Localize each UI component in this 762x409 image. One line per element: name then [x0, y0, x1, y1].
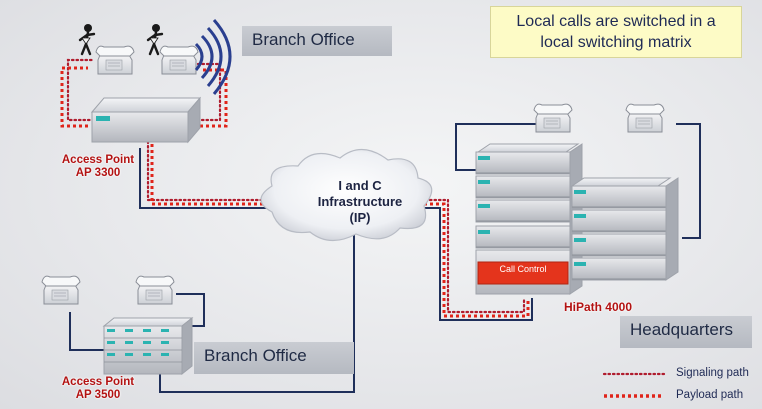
headquarters-label: Headquarters [620, 316, 752, 348]
cloud-label-line2: Infrastructure [317, 194, 403, 209]
payload-paths [60, 66, 530, 318]
hipath-4000-system [475, 143, 679, 295]
trunk-lines [69, 123, 701, 393]
ap3300-label-line2: AP 3300 [75, 167, 121, 179]
branch-office-top-label: Branch Office [242, 26, 392, 56]
info-note-line1: Local calls are switched in a [516, 13, 716, 30]
branch-bottom-phones [41, 275, 175, 305]
ap3300-device [90, 96, 202, 144]
info-note: Local calls are switched in a local swit… [490, 6, 742, 58]
cloud-label-line3: (IP) [349, 210, 371, 225]
hq-phones [533, 103, 665, 133]
cloud-label-line1: I and C [338, 178, 382, 193]
trunk-ap3300-cloud [139, 148, 268, 209]
legend-signaling-label: Signaling path [676, 367, 749, 379]
info-note-line2: local switching matrix [540, 34, 692, 51]
call-control-label: Call Control [499, 264, 547, 274]
trunk-cloud-ap3500 [159, 232, 355, 393]
legend-payload-label: Payload path [676, 389, 744, 401]
legend-lines [602, 372, 666, 398]
trunk-cloud-hq [420, 207, 533, 321]
trunk-ap3500-phone1 [69, 312, 104, 351]
trunk-hq-phone1 [455, 123, 536, 171]
trunk-ap3500-phone2 [176, 293, 205, 327]
signaling-paths [66, 58, 526, 314]
ap3500-device [102, 316, 194, 376]
branch-top-phones [95, 45, 199, 75]
ip-cloud [260, 148, 433, 242]
hipath-4000-label: HiPath 4000 [563, 300, 633, 314]
wireless-icon [194, 19, 232, 95]
cloud-label: I and C Infrastructure (IP) [290, 178, 430, 226]
trunk-hq-phone2 [676, 123, 701, 239]
ap3300-label: Access Point AP 3300 [58, 154, 138, 180]
branch-office-bottom-label: Branch Office [194, 342, 354, 374]
ap3500-label-line2: AP 3500 [75, 389, 121, 401]
ap3300-label-line1: Access Point [61, 154, 135, 166]
ap3500-label-line1: Access Point [61, 376, 135, 388]
ap3500-label: Access Point AP 3500 [58, 376, 138, 402]
